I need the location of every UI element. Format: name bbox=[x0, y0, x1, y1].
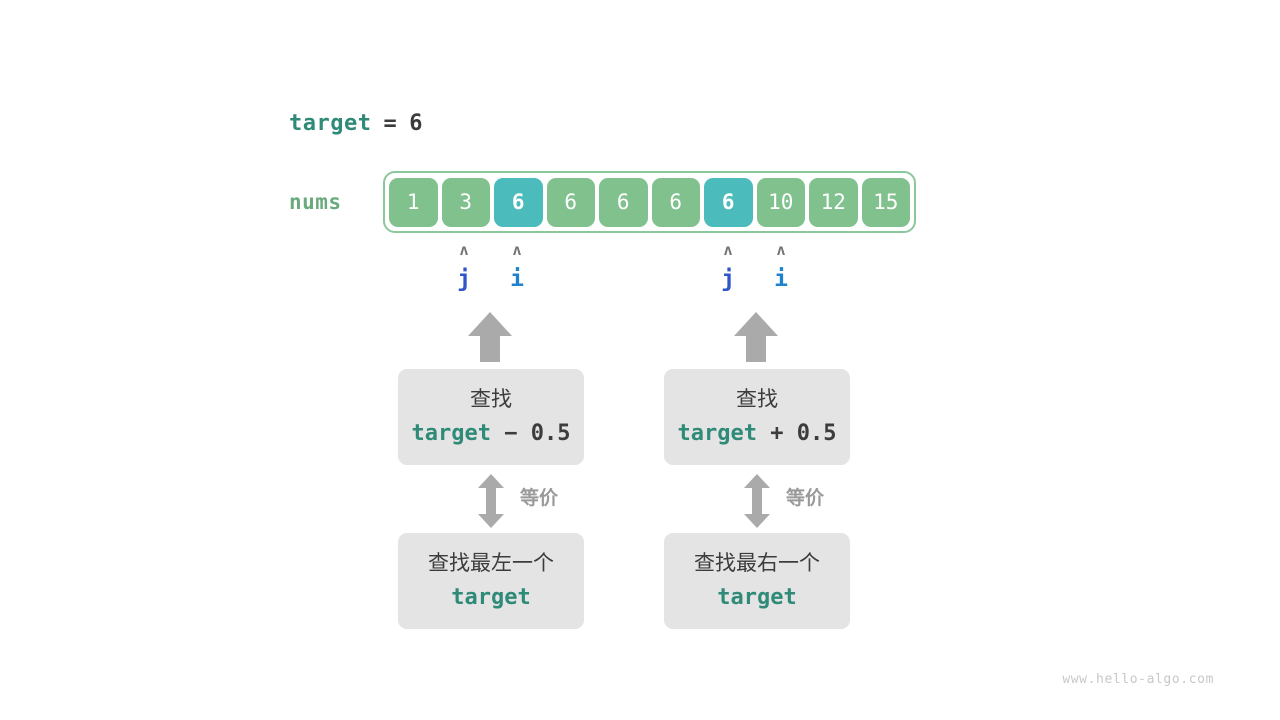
pointer-label-j: j bbox=[457, 266, 471, 292]
up-arrow-icon-right bbox=[734, 312, 778, 362]
target-expression: target = 6 bbox=[289, 111, 423, 136]
branch-left-bottom-line1: 查找最左一个 bbox=[428, 551, 554, 575]
array-cell-1: 3 bbox=[441, 177, 490, 227]
caret-icon: ʌ bbox=[459, 241, 469, 259]
branch-right-top-line1: 查找 bbox=[736, 387, 778, 411]
array-cell-5: 6 bbox=[651, 177, 700, 227]
up-arrow-icon-left bbox=[468, 312, 512, 362]
branch-left-bottom-expr: target bbox=[451, 585, 531, 610]
pointer-j-right: ʌ j bbox=[708, 243, 748, 294]
pointer-label-j: j bbox=[721, 266, 735, 292]
equivalence-label-right: 等价 bbox=[786, 487, 825, 509]
array-cell-4: 6 bbox=[599, 177, 648, 227]
branch-left-top-box: 查找 target − 0.5 bbox=[398, 369, 584, 465]
branch-left-top-line1: 查找 bbox=[470, 387, 512, 411]
nums-label: nums bbox=[289, 190, 342, 214]
array-cell-9: 15 bbox=[861, 177, 910, 227]
expr-keyword: target bbox=[677, 421, 757, 446]
caret-icon: ʌ bbox=[723, 241, 733, 259]
double-arrow-icon-right bbox=[744, 474, 770, 528]
array-cell-3: 6 bbox=[546, 177, 595, 227]
array-cell-6: 6 bbox=[704, 177, 753, 227]
nums-array: 1 3 6 6 6 6 6 10 12 15 bbox=[383, 171, 916, 233]
pointer-j-left: ʌ j bbox=[444, 243, 484, 294]
target-variable-label: target bbox=[289, 111, 372, 136]
branch-right-top-box: 查找 target + 0.5 bbox=[664, 369, 850, 465]
branch-right-bottom-line1: 查找最右一个 bbox=[694, 551, 820, 575]
watermark: www.hello-algo.com bbox=[1062, 672, 1214, 687]
double-arrow-icon-left bbox=[478, 474, 504, 528]
equals-sign: = bbox=[383, 111, 398, 136]
array-cell-0: 1 bbox=[389, 177, 438, 227]
branch-right-top-expr: target + 0.5 bbox=[678, 418, 837, 450]
caret-icon: ʌ bbox=[512, 241, 522, 259]
array-cell-8: 12 bbox=[809, 177, 858, 227]
branch-right-bottom-expr: target bbox=[717, 585, 797, 610]
branch-left-top-expr: target − 0.5 bbox=[412, 418, 571, 450]
branch-left-bottom-box: 查找最左一个 target bbox=[398, 533, 584, 629]
expr-keyword: target bbox=[411, 421, 491, 446]
expr-rest: − 0.5 bbox=[491, 421, 571, 446]
caret-icon: ʌ bbox=[776, 241, 786, 259]
branch-right-bottom-box: 查找最右一个 target bbox=[664, 533, 850, 629]
pointer-label-i: i bbox=[510, 266, 524, 292]
pointer-label-i: i bbox=[774, 266, 788, 292]
target-value: 6 bbox=[409, 111, 423, 136]
equivalence-label-left: 等价 bbox=[520, 487, 559, 509]
array-cell-2: 6 bbox=[494, 177, 543, 227]
expr-rest: + 0.5 bbox=[757, 421, 837, 446]
pointer-i-left: ʌ i bbox=[497, 243, 537, 294]
pointer-i-right: ʌ i bbox=[761, 243, 801, 294]
array-cell-7: 10 bbox=[756, 177, 805, 227]
